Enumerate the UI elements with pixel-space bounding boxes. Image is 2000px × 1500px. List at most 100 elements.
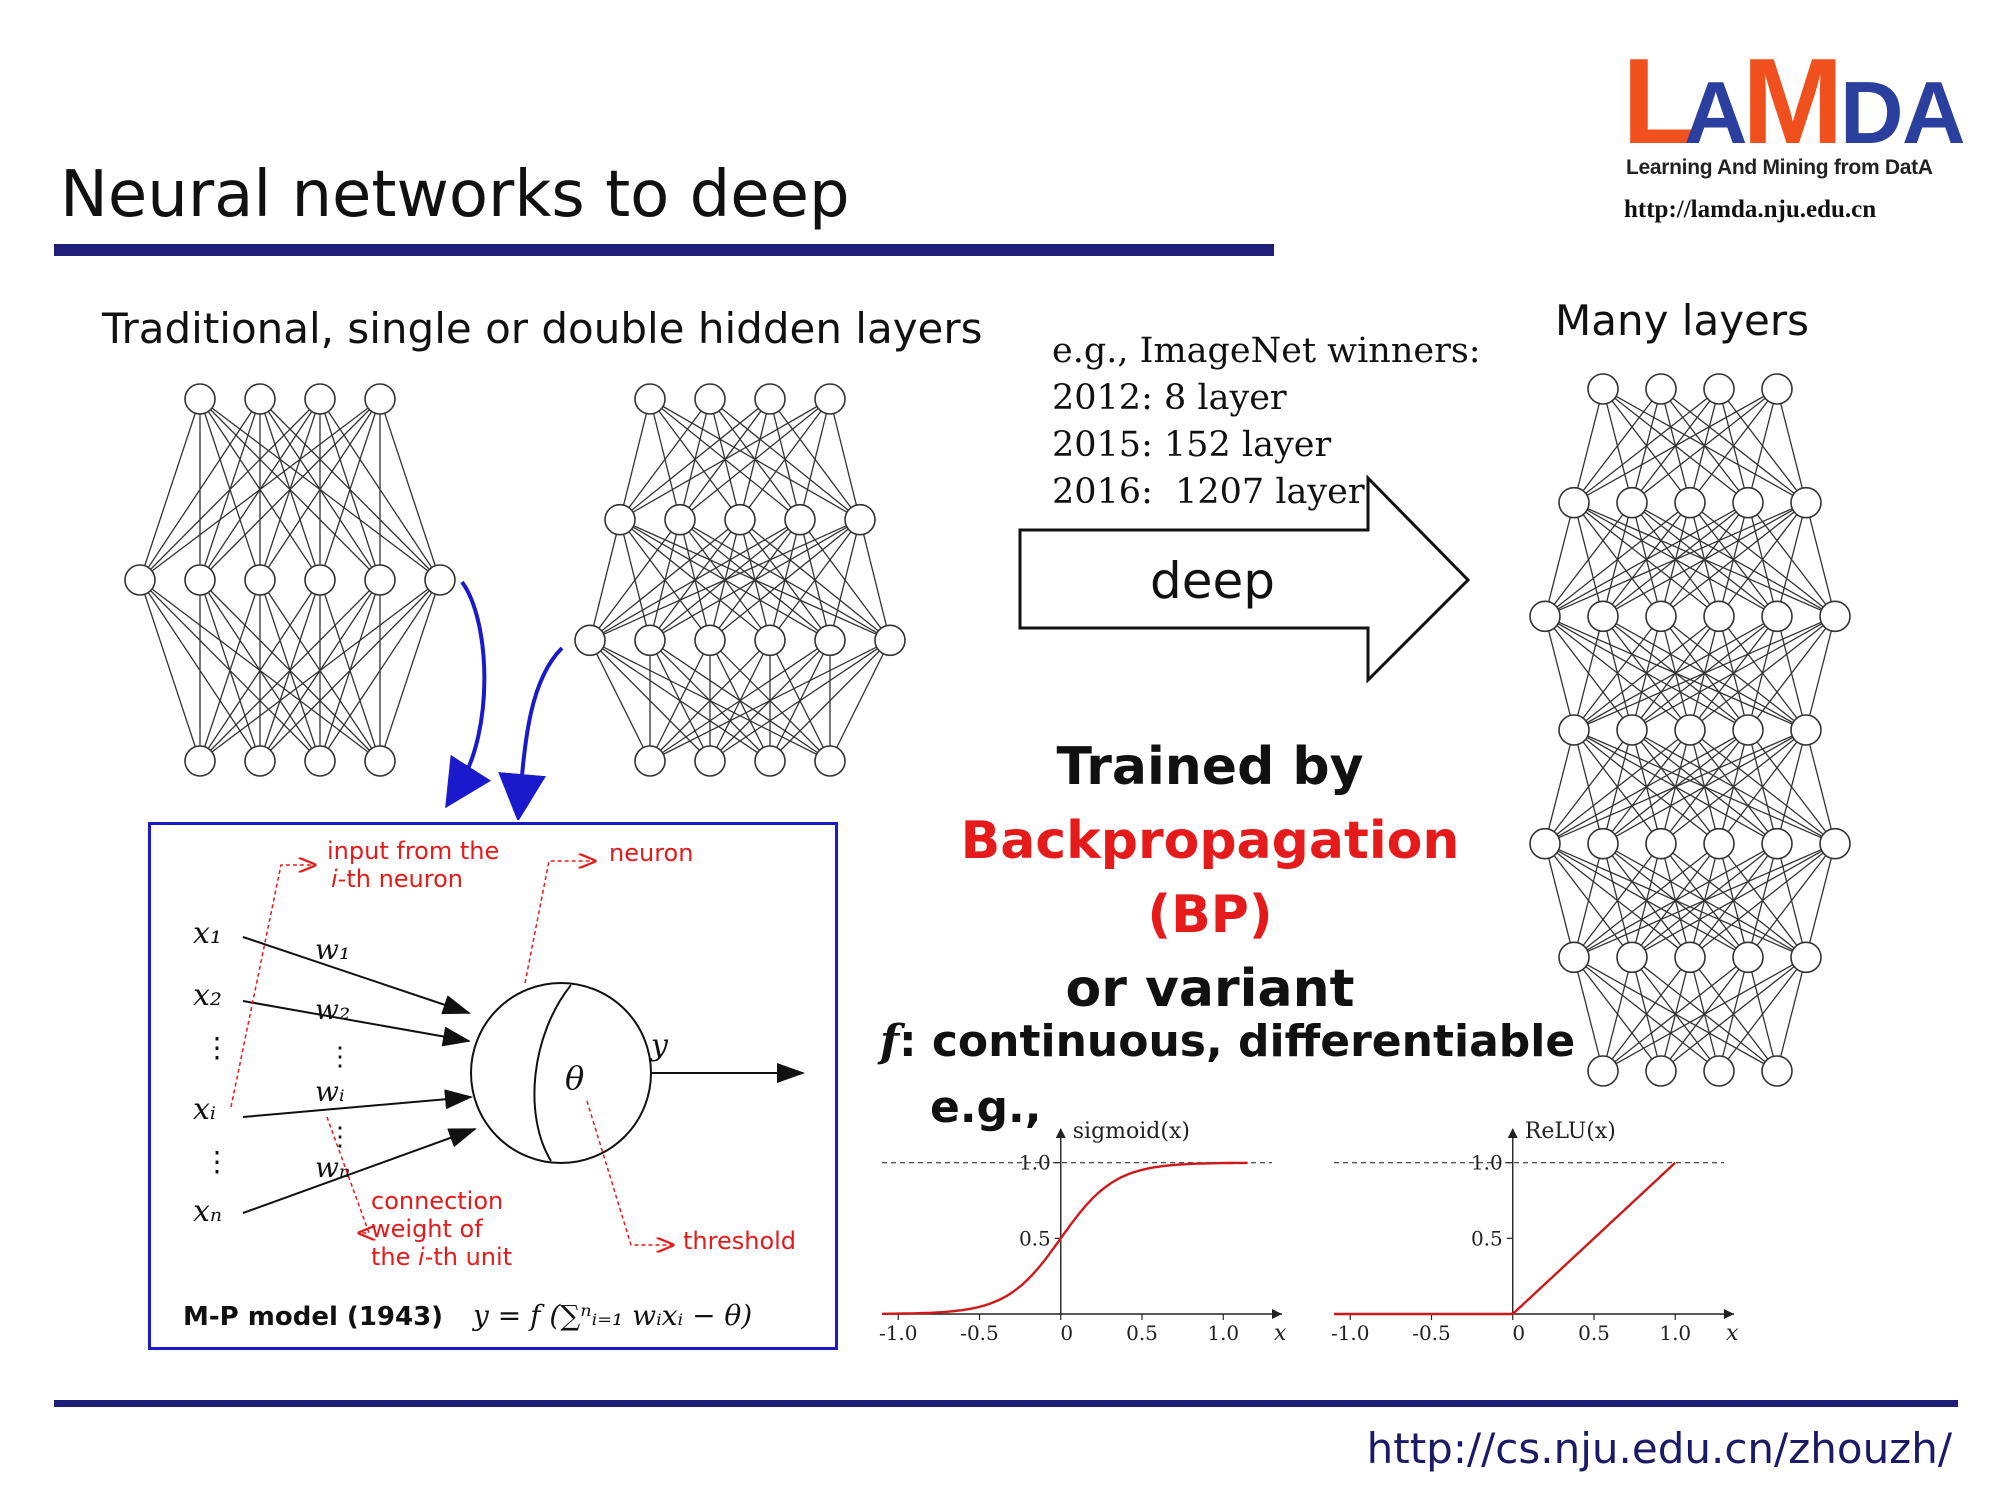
annotation-neuron-pointer: [524, 861, 595, 984]
chart-x-tick-label: -0.5: [1412, 1321, 1451, 1345]
neuron-divider: [533, 984, 572, 1162]
network-edge: [1718, 729, 1807, 845]
network-neuron: [244, 564, 276, 596]
network-neuron: [1761, 373, 1793, 405]
network-neuron: [1761, 1055, 1793, 1087]
network-neuron: [1645, 1055, 1677, 1087]
chart-x-tick-label: -1.0: [879, 1321, 918, 1345]
network-neuron: [424, 564, 456, 596]
network-neuron: [1587, 600, 1619, 633]
network-edge: [1544, 502, 1575, 617]
annotation-neuron: neuron: [609, 839, 693, 867]
network-edge: [1573, 615, 1662, 731]
network-edge: [1544, 729, 1749, 845]
network-neuron: [1587, 827, 1619, 860]
chart-x-tick-label: 0.5: [1126, 1321, 1158, 1345]
network-edge: [619, 398, 651, 520]
chart-x-arrowhead: [1272, 1309, 1282, 1319]
network-neuron: [304, 564, 336, 596]
chart-series-line: [882, 1161, 1248, 1315]
network-neuron: [724, 503, 756, 536]
network-neuron: [1703, 600, 1735, 633]
title-underline: [54, 244, 1274, 256]
network-neuron: [364, 745, 396, 777]
network-edge: [589, 519, 621, 641]
network-neuron: [754, 383, 786, 415]
network-edge: [1573, 615, 1836, 731]
network-edge: [1573, 843, 1720, 958]
network-neuron: [1616, 714, 1648, 746]
chart-x-tick-label: 0.5: [1578, 1321, 1610, 1345]
network-edge: [1805, 843, 1836, 958]
network-neuron: [754, 624, 786, 657]
neuron-circle: [470, 982, 652, 1164]
network-edge: [1544, 729, 1691, 845]
network-neuron: [1761, 827, 1793, 860]
imagenet-line-2: 2015: 152 layer: [1052, 425, 1332, 465]
network-edge: [829, 640, 891, 762]
network-neuron: [1790, 486, 1822, 519]
network-neuron: [694, 383, 726, 415]
network-neuron: [634, 745, 666, 777]
network-neuron: [814, 745, 846, 777]
annotation-weight-line2: weight of: [371, 1215, 483, 1243]
input-xn: xₙ: [193, 1194, 222, 1229]
network-edge: [619, 398, 831, 521]
network-edge: [799, 398, 831, 520]
network-edge: [1573, 615, 1778, 731]
network-edge: [1573, 843, 1662, 958]
lamda-url: http://lamda.nju.edu.cn: [1624, 196, 1877, 223]
annotation-threshold: threshold: [683, 1227, 796, 1255]
network-neuron: [1616, 941, 1648, 974]
network-neuron: [1674, 941, 1706, 974]
network-edge: [1544, 843, 1575, 958]
network-neuron: [1732, 486, 1764, 519]
network-neuron: [244, 745, 276, 777]
network-neuron: [814, 624, 846, 657]
network-edge: [1573, 843, 1778, 958]
network-edge: [709, 519, 861, 641]
chart-y-tick-label: 0.5: [1471, 1226, 1503, 1250]
network-edge: [589, 519, 681, 641]
network-edge: [139, 398, 381, 581]
network-edge: [199, 579, 441, 762]
chart-x-tick-label: 0: [1060, 1321, 1073, 1345]
network-edge: [769, 639, 891, 762]
network-neuron: [124, 564, 156, 596]
input-x2: x₂: [193, 978, 222, 1013]
chart-x-tick-label: 1.0: [1207, 1321, 1239, 1345]
network-edge: [1689, 615, 1836, 731]
deep-arrow-label: deep: [1150, 552, 1275, 610]
input-x1: x₁: [193, 916, 222, 951]
logo-letter-a1: A: [1684, 63, 1748, 162]
mp-model-diagram: θ x₁ x₂ ⋮ xᵢ ⋮ xₙ w₁ w₂ ⋮ wᵢ ⋮ wₙ y inpu…: [183, 837, 805, 1332]
network-neuron: [1645, 373, 1677, 405]
network-edge: [649, 639, 771, 762]
network-edge: [1776, 502, 1807, 617]
logo-letter-d: D: [1840, 63, 1904, 162]
network-edge: [619, 398, 771, 521]
network-neuron: [1703, 373, 1735, 405]
training-line-3: or variant: [1065, 959, 1355, 1019]
annotation-threshold-pointer: [586, 1100, 673, 1245]
network-neuron: [1645, 827, 1677, 860]
weight-wi: wᵢ: [315, 1075, 345, 1108]
chart-x-tick-label: 0: [1512, 1321, 1525, 1345]
network-neuron: [1819, 600, 1851, 633]
network-edge: [649, 639, 831, 762]
chart-y-arrowhead: [1055, 1128, 1066, 1138]
network-edge: [1573, 388, 1662, 504]
network-neuron: [1616, 486, 1648, 519]
network-edge: [139, 398, 321, 581]
network-edge: [649, 640, 711, 762]
network-neuron: [1761, 600, 1793, 633]
network-neuron: [184, 383, 216, 415]
network-edge: [589, 519, 861, 641]
mp-caption: M-P model (1943): [183, 1302, 443, 1332]
network-edge: [769, 519, 861, 641]
network-edge: [1689, 843, 1836, 958]
network-edge: [649, 519, 861, 641]
network-edge: [679, 398, 831, 521]
network-neuron: [1674, 486, 1706, 519]
